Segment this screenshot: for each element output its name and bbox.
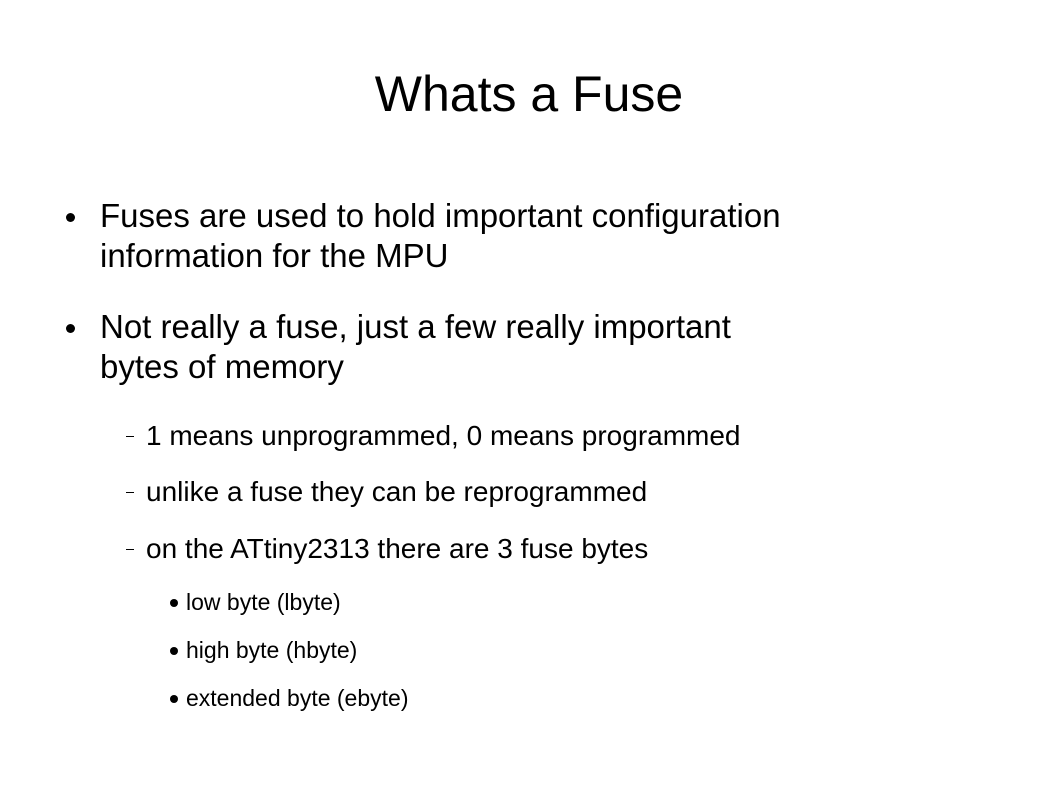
bullet-dot-icon (66, 324, 75, 333)
dash-bullet-icon (126, 549, 134, 550)
bullet-dot-icon (170, 695, 178, 703)
sub-bullet-text: unlike a fuse they can be reprogrammed (146, 476, 648, 507)
bullet-item: Not really a fuse, just a few really imp… (66, 305, 1026, 393)
fuse-byte-item: high byte (hbyte) (170, 635, 990, 665)
sub-bullet-text: 1 means unprogrammed, 0 means programmed (146, 420, 741, 451)
bullet-text-line: Not really a fuse, just a few really imp… (100, 308, 731, 345)
bullet-text-line: bytes of memory (100, 348, 344, 385)
sub-bullet-text: on the ATtiny2313 there are 3 fuse bytes (146, 533, 649, 564)
bullet-dot-icon (170, 599, 178, 607)
fuse-byte-text: low byte (lbyte) (186, 589, 341, 615)
fuse-byte-item: extended byte (ebyte) (170, 683, 990, 713)
dash-bullet-icon (126, 492, 134, 493)
bullet-dot-icon (170, 647, 178, 655)
bullet-text-line: information for the MPU (100, 237, 449, 274)
sub-bullet-item: 1 means unprogrammed, 0 means programmed (126, 418, 1006, 454)
fuse-byte-text: high byte (hbyte) (186, 637, 358, 663)
dash-bullet-icon (126, 436, 134, 437)
sub-bullet-item: unlike a fuse they can be reprogrammed (126, 474, 1006, 510)
fuse-byte-text: extended byte (ebyte) (186, 685, 409, 711)
sub-bullet-item: on the ATtiny2313 there are 3 fuse bytes (126, 531, 1006, 567)
fuse-byte-item: low byte (lbyte) (170, 587, 990, 617)
slide-title: Whats a Fuse (374, 66, 684, 122)
bullet-text-line: Fuses are used to hold important configu… (100, 197, 781, 234)
bullet-dot-icon (66, 213, 75, 222)
bullet-item: Fuses are used to hold important configu… (66, 194, 1026, 282)
